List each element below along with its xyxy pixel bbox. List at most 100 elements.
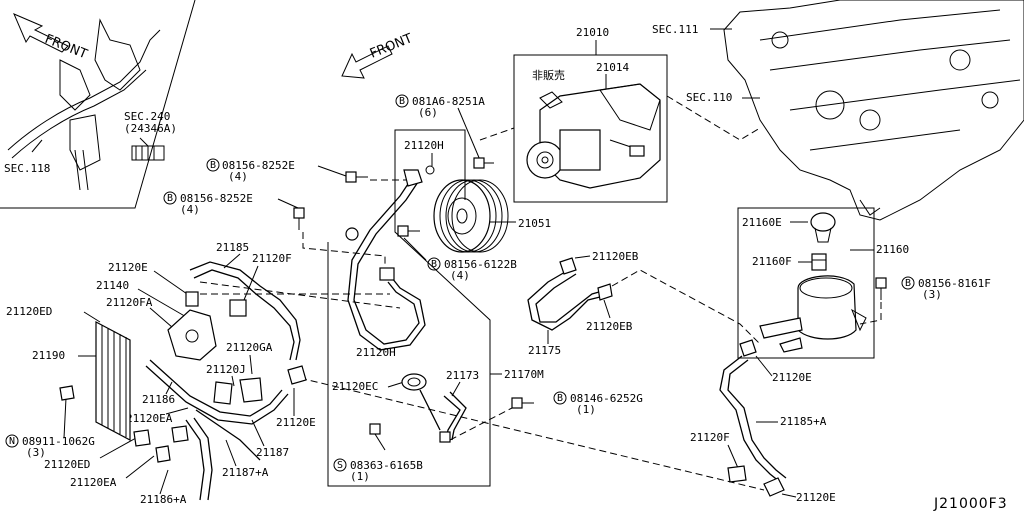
label-21120j: 21120J xyxy=(206,363,246,376)
label-21120fa: 21120FA xyxy=(106,296,153,309)
label-21190: 21190 xyxy=(32,349,65,362)
label-08156-6122b: 08156-6122B xyxy=(444,258,517,271)
oil-cooler-21190 xyxy=(59,321,131,441)
front-label-main: FRONT xyxy=(368,31,415,62)
label-21120eb-bottom: 21120EB xyxy=(586,320,633,333)
reservoir-filter xyxy=(811,253,827,271)
label-21120e-mid: 21120E xyxy=(276,416,316,429)
reservoir-cap xyxy=(810,212,836,243)
label-21185a: 21185+A xyxy=(780,415,827,428)
n-icon-1062g: N xyxy=(9,436,15,447)
label-08146-6252g: 08146-6252G xyxy=(570,392,643,405)
front-arrow-inset xyxy=(13,13,69,53)
label-21170m: 21170M xyxy=(504,368,544,381)
b-icon-081a6: B xyxy=(399,96,405,107)
label-21120ga: 21120GA xyxy=(226,341,273,354)
label-21160e: 21160E xyxy=(742,216,782,229)
label-6122b-qty: (4) xyxy=(450,269,470,282)
label-21120ea-bottom: 21120EA xyxy=(70,476,117,489)
front-label-inset: FRONT xyxy=(43,32,90,63)
label-08911-1062g: 08911-1062G xyxy=(22,435,95,448)
bolt-08363-6165b xyxy=(369,423,386,451)
label-21120eb-top: 21120EB xyxy=(592,250,639,263)
label-21120ec: 21120EC xyxy=(332,380,378,393)
hose-21173 xyxy=(401,373,467,443)
dash-bolt-pump xyxy=(479,127,515,141)
callout-b-8161f xyxy=(901,276,915,290)
label-08156-8252e-1: 08156-8252E xyxy=(222,159,295,172)
b-icon-6122b: B xyxy=(431,259,437,270)
callout-b-6252g xyxy=(553,391,567,405)
label-21014: 21014 xyxy=(596,61,629,74)
label-21120h-top: 21120H xyxy=(404,139,444,152)
callout-b-6122b xyxy=(427,257,441,271)
label-21120f-left: 21120F xyxy=(252,252,292,265)
front-arrow-main xyxy=(341,45,393,79)
label-1062g-qty: (3) xyxy=(26,446,46,459)
label-21175: 21175 xyxy=(528,344,561,357)
bolt-8252e-2 xyxy=(293,207,305,230)
inset-border xyxy=(0,0,196,209)
label-21187: 21187 xyxy=(256,446,289,459)
callout-b-8252e-2 xyxy=(163,191,177,205)
label-08156-8161f: 08156-8161F xyxy=(918,277,991,290)
label-08363-6165b: 08363-6165B xyxy=(350,459,423,472)
dash-long-bottom xyxy=(299,377,765,491)
label-sec-110: SEC.110 xyxy=(686,91,732,104)
label-not-sold: 非販売 xyxy=(532,69,565,82)
label-21173: 21173 xyxy=(446,369,479,382)
label-8161f-qty: (3) xyxy=(922,288,942,301)
pulley-21051 xyxy=(433,179,509,253)
label-081a6-qty: (6) xyxy=(418,106,438,119)
label-21186a: 21186+A xyxy=(140,493,187,506)
callout-s-6165b xyxy=(333,458,347,472)
label-21120e-right: 21120E xyxy=(772,371,812,384)
label-sec-240: SEC.240 xyxy=(124,110,170,123)
label-081a6-8251a: 081A6-8251A xyxy=(412,95,485,108)
label-sec-111: SEC.111 xyxy=(652,23,698,36)
label-24346a: (24346A) xyxy=(124,122,177,135)
dash-8161f xyxy=(859,302,882,325)
bolt-08146-6252g xyxy=(511,397,534,409)
label-21120e-bottom: 21120E xyxy=(796,491,836,504)
b-icon-8161f: B xyxy=(905,278,911,289)
bolt-08156-8161f xyxy=(875,277,887,300)
label-21120ed-top: 21120ED xyxy=(6,305,52,318)
label-21160: 21160 xyxy=(876,243,909,256)
bolt-08156-6122b xyxy=(397,225,420,237)
s-icon-6165b: S xyxy=(337,460,343,471)
label-8252e-1-qty: (4) xyxy=(228,170,248,183)
inset-bracket-sketch xyxy=(7,18,165,191)
dash-left-1 xyxy=(199,281,401,309)
pressure-hose-21120h xyxy=(345,169,426,351)
label-21120e-left: 21120E xyxy=(108,261,148,274)
dash-pump-engine xyxy=(666,95,761,141)
valve-21140 xyxy=(167,291,247,361)
clamp-21120h xyxy=(425,165,435,175)
callout-b-8252e-1 xyxy=(206,158,220,172)
label-21120f-right: 21120F xyxy=(690,431,730,444)
label-21187a: 21187+A xyxy=(222,466,269,479)
water-pump xyxy=(526,83,661,189)
left-leaders xyxy=(63,253,295,495)
callout-n-1062g xyxy=(5,434,19,448)
hose-21185a xyxy=(719,339,787,497)
reservoir-tank xyxy=(759,275,867,353)
b-icon-8252e-1: B xyxy=(210,160,216,171)
hose-21175 xyxy=(527,257,613,331)
label-sec-118: SEC.118 xyxy=(4,162,50,175)
label-21160f: 21160F xyxy=(752,255,792,268)
hose-21186-21187 xyxy=(133,359,307,501)
engine-block xyxy=(723,0,1024,221)
clamp-21120f-right xyxy=(727,465,747,483)
label-21185: 21185 xyxy=(216,241,249,254)
label-21186: 21186 xyxy=(142,393,175,406)
dash-21175 xyxy=(611,269,761,345)
label-08156-8252e-2: 08156-8252E xyxy=(180,192,253,205)
dash-6252g xyxy=(449,407,513,441)
label-21051: 21051 xyxy=(518,217,551,230)
b-icon-6252g: B xyxy=(557,393,563,404)
callout-b-081a6 xyxy=(395,94,409,108)
dash-8252e-2 xyxy=(302,232,386,270)
